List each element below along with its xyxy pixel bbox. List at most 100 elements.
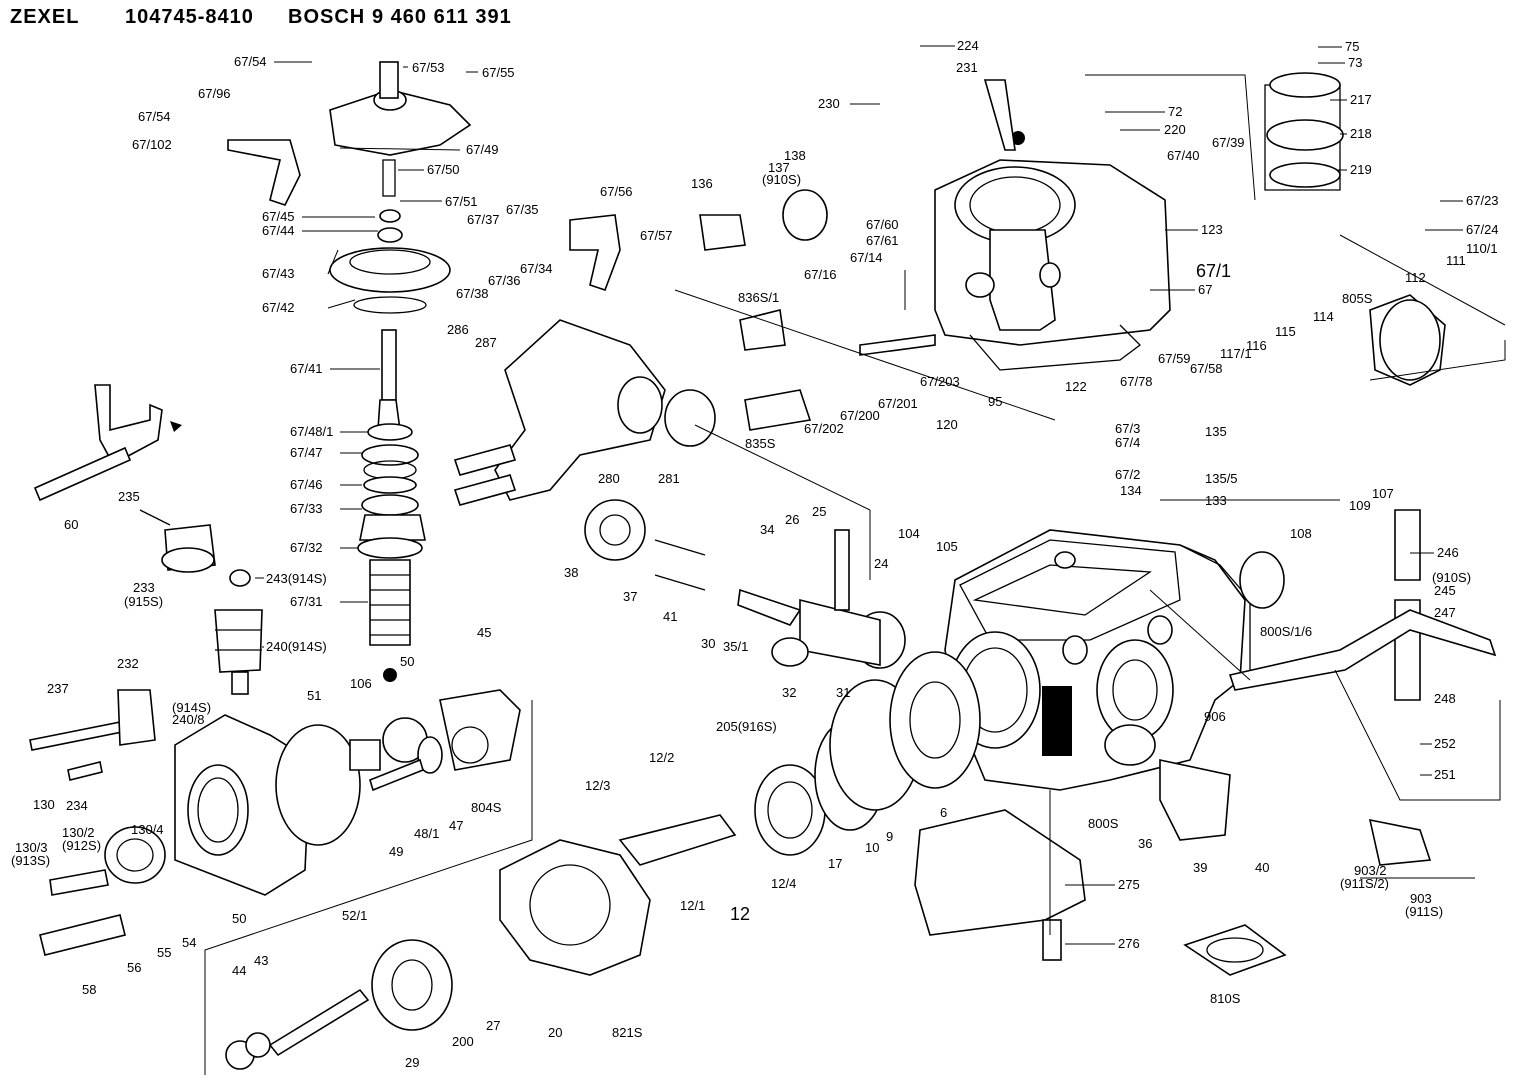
label: 34 — [760, 522, 774, 537]
label: 67/202 — [804, 421, 844, 436]
label: 26 — [785, 512, 799, 527]
label: 37 — [623, 589, 637, 604]
label: 67/4 — [1115, 435, 1140, 450]
label: 67/96 — [198, 86, 231, 101]
timer-assembly — [584, 499, 906, 669]
label: 67/54 — [138, 109, 171, 124]
label: 117/1 — [1220, 346, 1252, 361]
label: 67/16 — [804, 267, 837, 282]
label: 67/201 — [878, 396, 918, 411]
header-brand1: ZEXEL — [10, 6, 80, 28]
label: 281 — [658, 471, 680, 486]
label: 109 — [1349, 498, 1371, 513]
label: 67/50 — [427, 162, 460, 177]
label: 20 — [548, 1025, 562, 1040]
label: 67/24 — [1466, 222, 1499, 237]
label: 30 — [701, 636, 715, 651]
label: 55 — [157, 945, 171, 960]
label: 12/4 — [771, 876, 796, 891]
rotor-cam-assembly — [225, 651, 981, 1070]
label: 39 — [1193, 860, 1207, 875]
label: 67/34 — [520, 261, 553, 276]
label: 29 — [405, 1055, 419, 1070]
label: 286 — [447, 322, 469, 337]
label: 138 — [784, 148, 806, 163]
label: 12/1 — [680, 898, 705, 913]
label: 67/51 — [445, 194, 478, 209]
label: 17 — [828, 856, 842, 871]
label: 67/46 — [290, 477, 323, 492]
lever-housing — [453, 189, 936, 506]
label: 67/56 — [600, 184, 633, 199]
label: (911S) — [1405, 904, 1443, 919]
label: 275 — [1118, 877, 1140, 892]
label: 280 — [598, 471, 620, 486]
label: 906 — [1204, 709, 1226, 724]
label: 67/60 — [866, 217, 899, 232]
label: 51 — [307, 688, 321, 703]
label: 35/1 — [723, 639, 748, 654]
label: 58 — [82, 982, 96, 997]
label: (915S) — [124, 594, 163, 609]
label: 67/2 — [1115, 467, 1140, 482]
label: 120 — [936, 417, 958, 432]
label: 67/39 — [1212, 135, 1245, 150]
label: 67/200 — [840, 408, 880, 423]
label: (911S/2) — [1340, 876, 1389, 891]
label: 67/45 — [262, 209, 295, 224]
label: 234 — [66, 798, 88, 813]
label: (912S) — [62, 838, 101, 853]
label: 130/2 — [62, 825, 95, 840]
label: (910S) — [762, 172, 801, 187]
label: 12/3 — [585, 778, 610, 793]
label: 50 — [232, 911, 246, 926]
label: 72 — [1168, 104, 1182, 119]
label: 287 — [475, 335, 497, 350]
label: 67 — [1198, 282, 1212, 297]
label: (914S) — [172, 700, 211, 715]
label: 135/5 — [1205, 471, 1238, 486]
governor-cover — [934, 79, 1171, 371]
label: 112 — [1405, 270, 1426, 285]
label: 67/36 — [488, 273, 521, 288]
label: 67/14 — [850, 250, 883, 265]
label: 67/3 — [1115, 421, 1140, 436]
label: 800S — [1088, 816, 1119, 831]
label: 67/61 — [866, 233, 899, 248]
label: 44 — [232, 963, 246, 978]
hydraulic-head — [104, 714, 361, 896]
label: 67/37 — [467, 212, 500, 227]
label: 115 — [1275, 324, 1296, 339]
label: 107 — [1372, 486, 1394, 501]
solenoid-assembly — [139, 509, 263, 695]
header-part1: 104745-8410 — [125, 6, 254, 28]
label: 67/38 — [456, 286, 489, 301]
label: 31 — [836, 685, 850, 700]
label: 836S/1 — [738, 290, 779, 305]
label: 67/1 — [1196, 261, 1231, 281]
label: 67/33 — [290, 501, 323, 516]
label: 243(914S) — [266, 571, 327, 586]
label: 67/40 — [1167, 148, 1200, 163]
label: 133 — [1205, 493, 1227, 508]
label: 67/49 — [466, 142, 499, 157]
label: (913S) — [11, 853, 50, 868]
label: 246 — [1437, 545, 1459, 560]
label: 95 — [988, 394, 1002, 409]
label: 48/1 — [414, 826, 439, 841]
label: 217 — [1350, 92, 1372, 107]
boundary-lines — [204, 74, 1506, 1075]
label: 49 — [389, 844, 403, 859]
label: 12/2 — [649, 750, 674, 765]
label: 38 — [564, 565, 578, 580]
label: 224 — [957, 38, 979, 53]
label: 200 — [452, 1034, 474, 1049]
label: (910S) — [1432, 570, 1471, 585]
label: 67/47 — [290, 445, 323, 460]
label: 67/23 — [1466, 193, 1499, 208]
label: 10 — [865, 840, 879, 855]
rear-parts — [914, 72, 1497, 976]
label: 9 — [886, 829, 893, 844]
label: 67/54 — [234, 54, 267, 69]
label: 116 — [1246, 338, 1267, 353]
